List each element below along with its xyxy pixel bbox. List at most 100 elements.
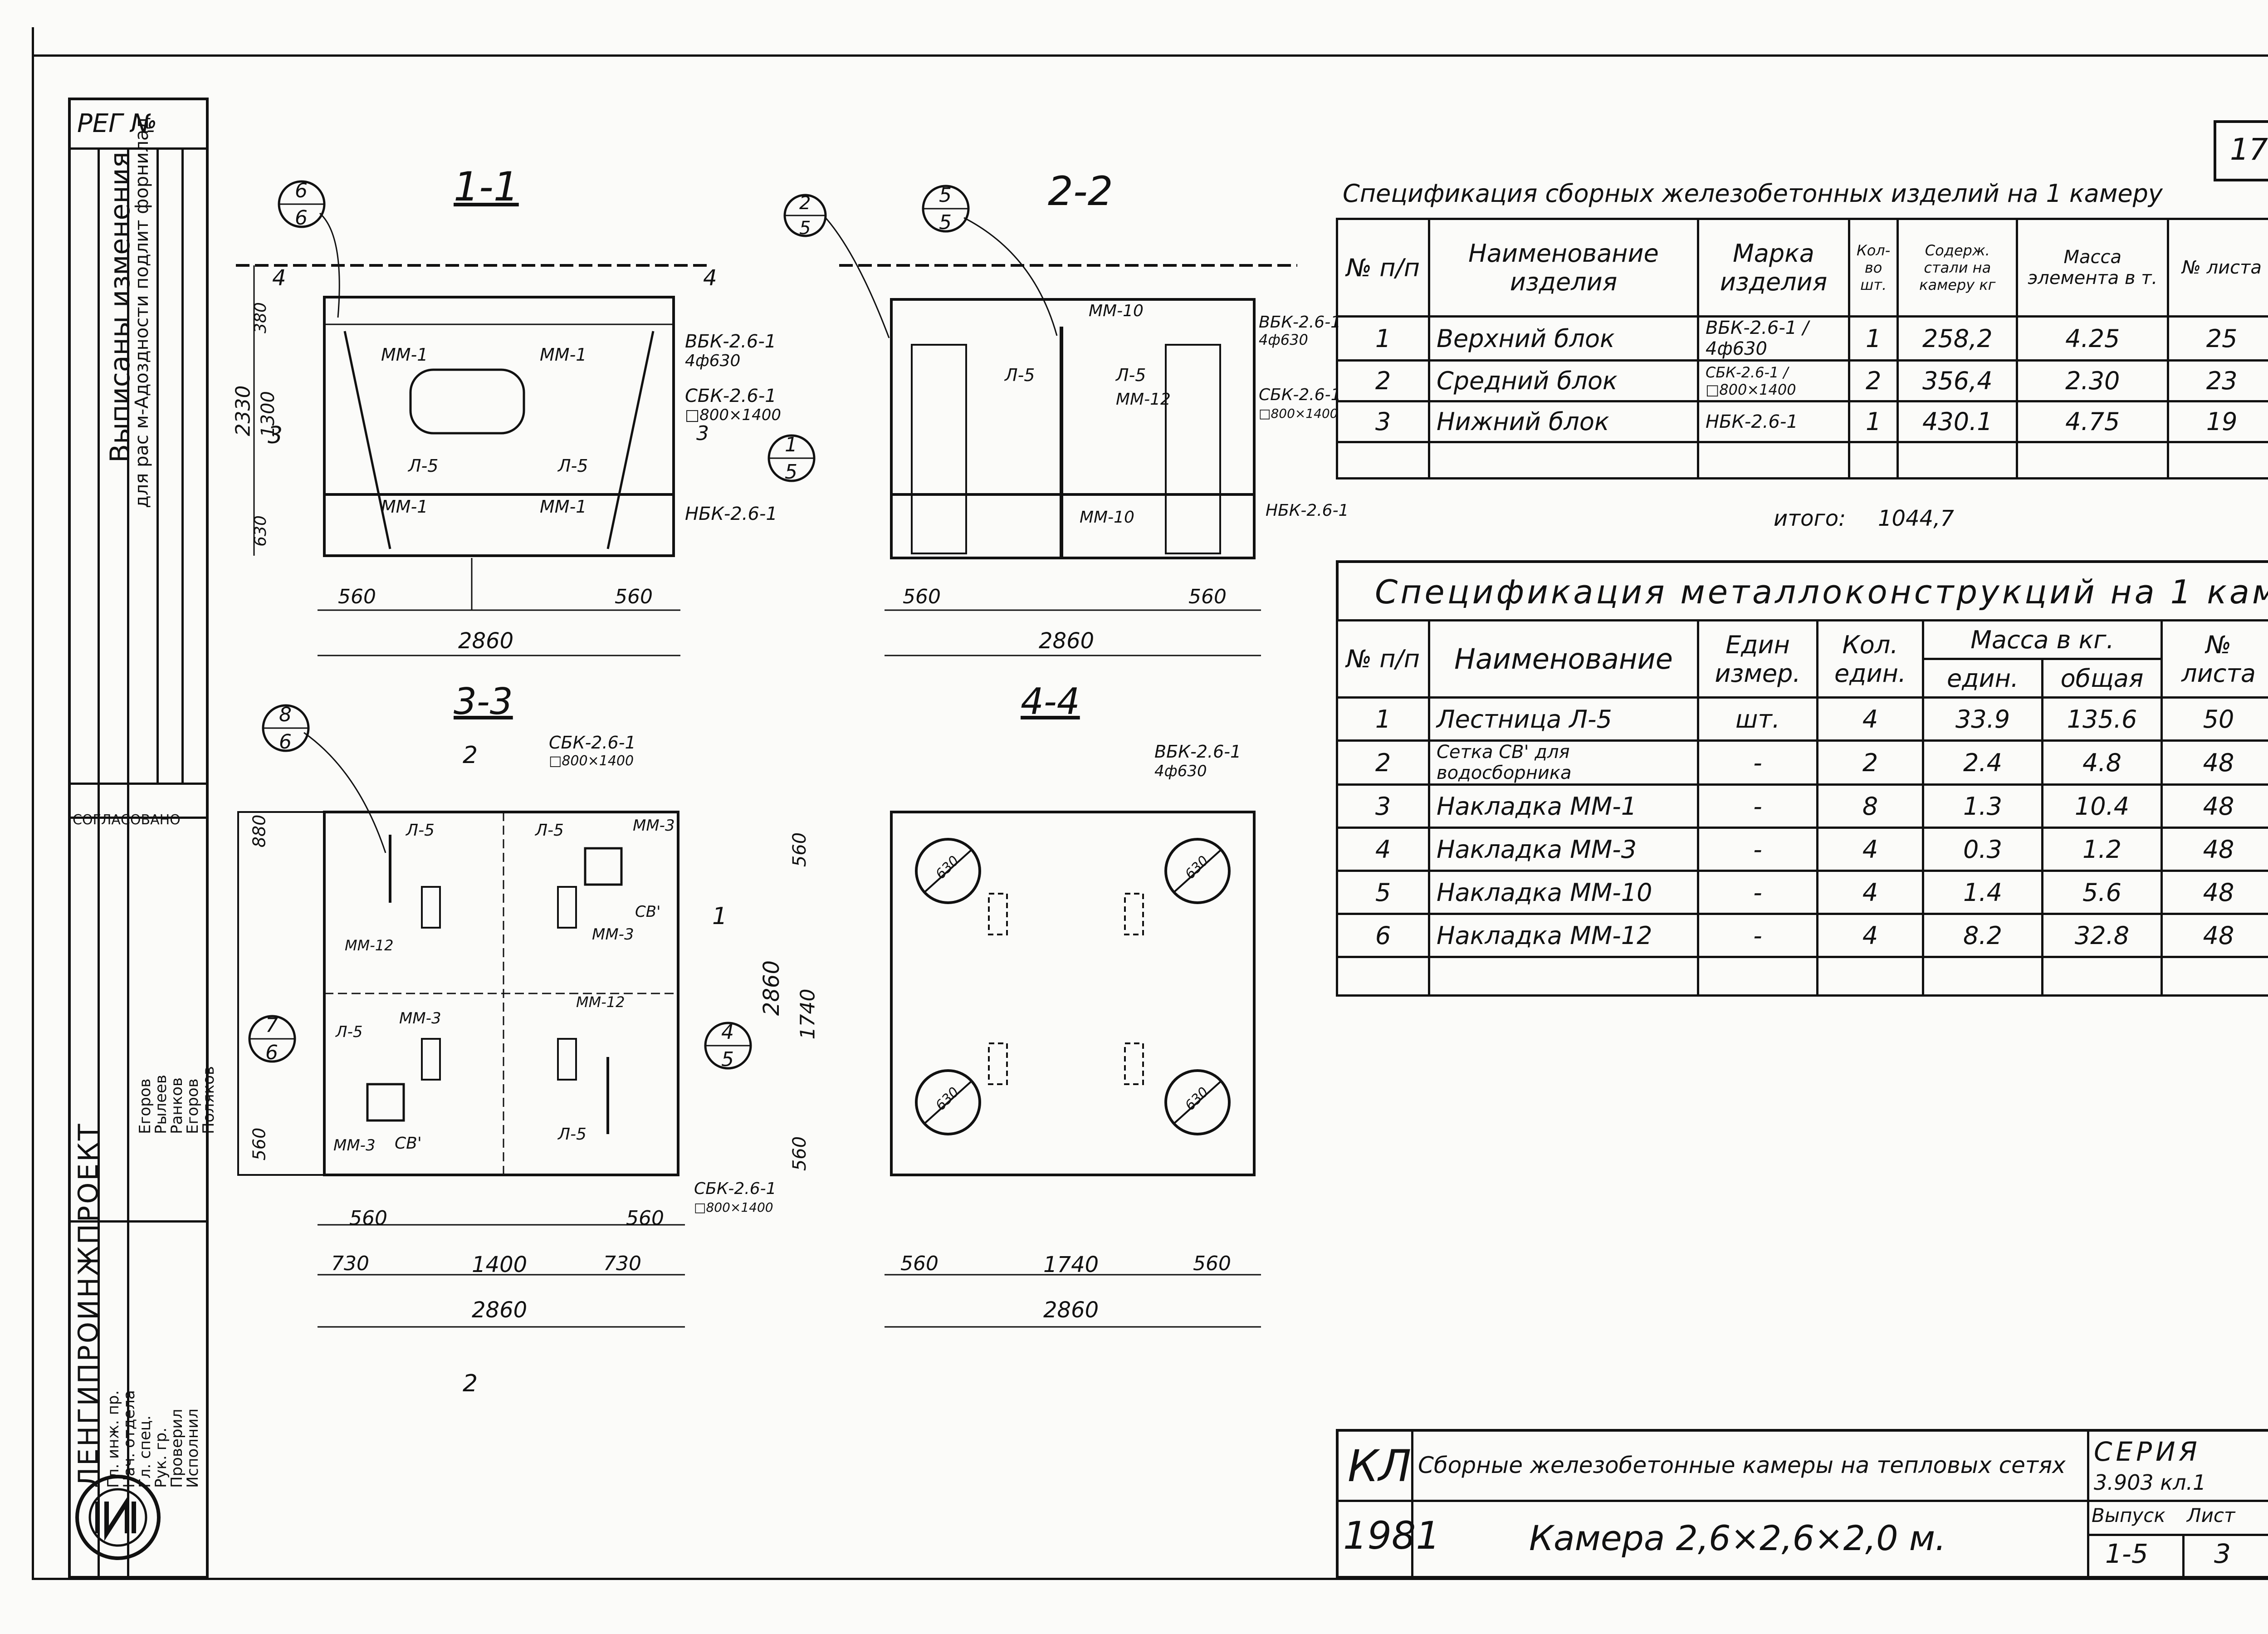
spec-metal-title: Спецификация металлоконструкций на 1 кам… xyxy=(1375,573,2268,611)
cell: 4 xyxy=(1336,827,1430,872)
dim-1300: 1300 xyxy=(257,391,279,437)
cell: 48 xyxy=(2160,827,2268,872)
mm12-label-2: ММ-12 xyxy=(345,937,394,954)
cut-mark-2-top: 2 xyxy=(463,742,478,769)
cell: 50 xyxy=(2160,696,2268,742)
dim-2860-v: 2860 xyxy=(759,960,785,1016)
issue-value: 1-5 xyxy=(2105,1538,2148,1569)
vbk-holes-label-3: 4ф630 xyxy=(1154,762,1207,780)
cell: ВБК-2.6-1 / 4ф630 xyxy=(1697,315,1850,362)
vbk-holes-label-2: 4ф630 xyxy=(1259,331,1308,348)
mm1-label-4: ММ-1 xyxy=(540,497,587,517)
dim-2330: 2330 xyxy=(231,385,255,436)
spec-metal-row: 4 Накладка ММ-3 - 4 0.3 1.2 48 xyxy=(1336,827,2268,872)
dim-630: 630 xyxy=(251,515,270,547)
cell: - xyxy=(1697,870,1818,915)
spec-metal-sub-total: общая xyxy=(2041,658,2163,699)
spec-metal-group-header: Масса в кг. xyxy=(1922,619,2163,660)
sv-label-2: СВ' xyxy=(395,1134,422,1153)
cell: 4.8 xyxy=(2041,739,2163,786)
cell: 4.25 xyxy=(2016,315,2170,362)
sidebar-stamp xyxy=(68,98,209,1579)
nbk-label: НБК-2.6-1 xyxy=(685,504,777,524)
callout-6-6-top: 6 xyxy=(295,179,308,202)
l5-label-3: Л-5 xyxy=(1005,365,1035,385)
cell: Сетка СВ' для водосборника xyxy=(1428,739,1699,786)
mm1-label-3: ММ-1 xyxy=(381,497,428,517)
mm3-label-3: ММ-3 xyxy=(399,1009,441,1027)
callout-2-5-bottom: 5 xyxy=(799,218,811,239)
nbk-label-2: НБК-2.6-1 xyxy=(1266,501,1349,520)
sbk-label-4: СБК-2.6-1 xyxy=(694,1179,777,1198)
callout-4-5-top: 4 xyxy=(721,1021,734,1044)
cell: - xyxy=(1697,827,1818,872)
callout-1-5-top: 1 xyxy=(785,433,797,456)
mm1-label: ММ-1 xyxy=(381,345,428,365)
dim-560-d: 560 xyxy=(1188,585,1227,608)
spec-precast-h1: Наименование изделия xyxy=(1428,218,1699,318)
cell: 48 xyxy=(2160,870,2268,915)
dim-880: 880 xyxy=(249,814,269,848)
dim-2860-a: 2860 xyxy=(458,628,514,654)
cell: 1.4 xyxy=(1922,870,2043,915)
cell: 4.75 xyxy=(2016,400,2170,443)
dim-560-v: 560 xyxy=(249,1127,269,1161)
drawing-title: Камера 2,6×2,6×2,0 м. xyxy=(1529,1518,1946,1558)
mm10-label: ММ-10 xyxy=(1089,302,1144,320)
section-4-4-title: 4-4 xyxy=(1021,680,1080,723)
vbk-label-3: ВБК-2.6-1 xyxy=(1154,742,1242,762)
spec-metal-row: 5 Накладка ММ-10 - 4 1.4 5.6 48 xyxy=(1336,870,2268,915)
left-border xyxy=(32,27,34,1579)
issue-label: Выпуск xyxy=(2092,1504,2165,1526)
cell: 8.2 xyxy=(1922,913,2043,958)
section-1-1-title: 1-1 xyxy=(454,163,519,210)
cell: Верхний блок xyxy=(1428,315,1699,362)
cell: Лестница Л-5 xyxy=(1428,696,1699,742)
cell: Накладка ММ-1 xyxy=(1428,783,1699,829)
cell: 48 xyxy=(2160,739,2268,786)
dim-1740-v: 1740 xyxy=(796,988,820,1040)
l5-label: Л-5 xyxy=(408,456,439,476)
spec-precast-total-value: 1044,7 xyxy=(1878,506,1954,531)
spec-metal-row: 3 Накладка ММ-1 - 8 1.3 10.4 48 xyxy=(1336,783,2268,829)
sbk-label-2: СБК-2.6-1 xyxy=(1259,386,1341,404)
callout-6-6-bottom: 6 xyxy=(295,206,308,230)
spec-precast-h4: Содерж. стали на камеру кг xyxy=(1897,218,2019,318)
spec-metal-row: 2 Сетка СВ' для водосборника - 2 2.4 4.8… xyxy=(1336,739,2268,786)
cell: 430.1 xyxy=(1897,400,2019,443)
vbk-label: ВБК-2.6-1 xyxy=(685,331,777,352)
cell: 2.4 xyxy=(1922,739,2043,786)
cut-mark-3-right: 3 xyxy=(696,422,709,445)
dim-1740: 1740 xyxy=(1043,1252,1099,1277)
cell: 25 xyxy=(2167,315,2268,362)
mm12-label: ММ-12 xyxy=(1116,390,1171,409)
cut-mark-3-left: 3 xyxy=(268,422,283,449)
cell: 1.3 xyxy=(1922,783,2043,829)
spec-precast-row: 2 Средний блок СБК-2.6-1 / □800×1400 2 3… xyxy=(1336,359,2268,402)
cell: СБК-2.6-1 / □800×1400 xyxy=(1697,359,1850,402)
spec-precast-row: 1 Верхний блок ВБК-2.6-1 / 4ф630 1 258,2… xyxy=(1336,315,2268,362)
callout-5-5-top: 5 xyxy=(939,184,952,207)
spec-metal-h1: Наименование xyxy=(1428,619,1699,699)
cell: - xyxy=(1697,739,1818,786)
spec-metal-row: 1 Лестница Л-5 шт. 4 33.9 135.6 50 xyxy=(1336,696,2268,742)
cell: 3 xyxy=(1336,783,1430,829)
cell: 2 xyxy=(1336,359,1430,402)
spec-precast-h6: № листа xyxy=(2167,218,2268,318)
cell: Накладка ММ-3 xyxy=(1428,827,1699,872)
spec-metal-row: 6 Накладка ММ-12 - 4 8.2 32.8 48 xyxy=(1336,913,2268,958)
page-number-box: 17 xyxy=(2214,120,2268,181)
l5-label-5: Л-5 xyxy=(406,821,435,840)
dim-560-b: 560 xyxy=(615,585,653,608)
sidebar-agreed: СОГЛАСОВАНО xyxy=(73,812,181,828)
series-value: 3.903 кл.1 xyxy=(2094,1470,2206,1495)
spec-precast-h3: Кол-во шт. xyxy=(1848,218,1899,318)
dim-2860-b: 2860 xyxy=(1039,628,1095,654)
dim-2860-c: 2860 xyxy=(472,1297,528,1323)
cell: 32.8 xyxy=(2041,913,2163,958)
spec-metal-h2: Един измер. xyxy=(1697,619,1818,699)
cell: 5.6 xyxy=(2041,870,2163,915)
dim-560-a: 560 xyxy=(338,585,376,608)
spec-metal-title-box: Спецификация металлоконструкций на 1 кам… xyxy=(1336,560,2268,619)
cell: 3 xyxy=(1336,400,1430,443)
